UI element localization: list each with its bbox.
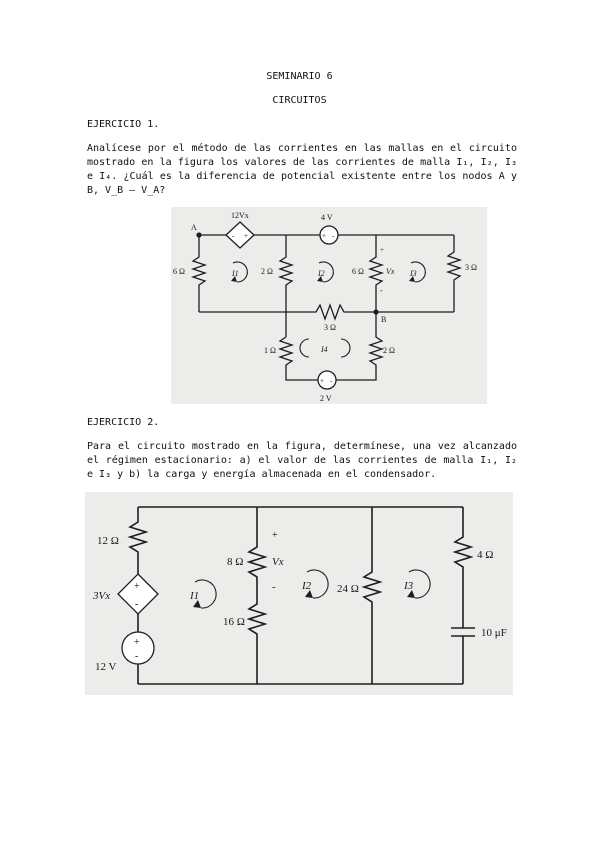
c2-resistor-4: [452, 507, 474, 684]
c1-node-a: [196, 232, 202, 238]
c1-2v-minus: -: [330, 377, 333, 385]
c2-12v-plus: +: [134, 637, 140, 648]
c1-resistor-3-right: [445, 235, 463, 312]
c2-mesh-arrow-2: [306, 569, 329, 599]
c1-label-i1: I1: [231, 269, 239, 278]
c2-source-12v: [121, 631, 155, 665]
document-subtitle: CIRCUITOS: [272, 95, 327, 106]
c1-resistor-3-mid: [199, 303, 454, 321]
c1-label-3ohm-right: 3 Ω: [465, 263, 477, 272]
c1-resistor-2-mid: [277, 235, 295, 337]
exercise-2-line-2: el régimen estacionario: a) el valor de …: [87, 455, 517, 466]
c1-label-i4: I4: [320, 345, 328, 354]
c1-label-a: A: [191, 223, 197, 232]
c1-node-b: [373, 309, 379, 315]
c1-label-1ohm: 1 Ω: [264, 346, 276, 355]
c1-2v-plus: +: [320, 377, 324, 385]
c2-label-24ohm: 24 Ω: [337, 583, 359, 595]
c2-label-i1: I1: [189, 590, 199, 602]
c2-label-16ohm: 16 Ω: [223, 616, 245, 628]
c1-mesh-arrow-3: [410, 261, 426, 283]
exercise-1-line-2: mostrado en la figura los valores de las…: [87, 157, 517, 168]
c1-label-i3: I3: [409, 269, 417, 278]
c2-label-vx: Vx: [272, 556, 284, 568]
c1-mesh-arrowhead-2: [317, 276, 323, 282]
c2-label-8ohm: 8 Ω: [227, 556, 243, 568]
c2-label-12v: 12 V: [95, 661, 117, 673]
c2-label-4ohm: 4 Ω: [477, 549, 493, 561]
c2-label-10uf: 10 μF: [481, 627, 507, 639]
c1-resistor-6-left: [190, 235, 208, 312]
c1-source-4v: [319, 225, 339, 245]
c1-4v-minus: -: [332, 232, 335, 240]
c1-label-i2: I2: [317, 269, 325, 278]
document-title: SEMINARIO 6: [266, 71, 333, 82]
circuit-figure-1: - + + - + - A B 12Vx 4 V: [171, 207, 487, 404]
c2-mesh-arrowhead-3: [407, 590, 415, 598]
c1-label-3ohm-mid: 3 Ω: [324, 323, 336, 332]
c1-mesh-arrowhead-3: [409, 276, 415, 282]
c2-dep-minus: -: [135, 599, 138, 610]
exercise-2-line-1: Para el circuito mostrado en la figura, …: [87, 441, 517, 452]
exercise-1-line-4: B, V_B – V_A?: [87, 185, 166, 196]
c1-mesh-arrowhead-1: [231, 276, 237, 282]
c1-label-6ohm-left: 6 Ω: [173, 267, 185, 276]
c2-mesh-arrow-3: [408, 569, 431, 599]
exercise-1-heading: EJERCICIO 1.: [87, 119, 160, 130]
circuit-figure-2: + - + - 12 Ω 3Vx 12 V 8 Ω + Vx: [85, 492, 513, 695]
c2-capacitor: [451, 627, 475, 637]
c1-lower-loop: [277, 312, 385, 381]
c1-label-6ohm-vx: 6 Ω: [352, 267, 364, 276]
c2-label-3vx: 3Vx: [92, 590, 110, 602]
c1-mesh-arrow-4: [299, 338, 310, 358]
c2-12v-minus: -: [135, 651, 138, 662]
c1-label-2ohm-mid: 2 Ω: [261, 267, 273, 276]
c1-4v-plus: +: [322, 232, 326, 240]
c2-mesh-arrow-1: [194, 579, 217, 609]
c2-vx-plus: +: [272, 530, 278, 541]
c2-label-i3: I3: [403, 580, 414, 592]
c1-label-vx: Vx: [386, 267, 395, 276]
c2-vx-minus: -: [272, 581, 276, 593]
c2-resistors-8-16: [246, 507, 268, 684]
c1-source-2v: [317, 370, 337, 390]
c2-label-12ohm: 12 Ω: [97, 535, 119, 547]
c2-mesh-arrowhead-1: [193, 600, 201, 608]
exercise-1-statement: Analícese por el método de las corriente…: [87, 142, 517, 198]
exercise-1-line-3: e I₄. ¿Cuál es la diferencia de potencia…: [87, 171, 517, 182]
c1-label-2ohm-low: 2 Ω: [383, 346, 395, 355]
c1-mesh-arrow-4b: [340, 338, 351, 358]
circuit-1-svg: - + + - + - A B 12Vx 4 V: [173, 211, 477, 403]
exercise-2-heading: EJERCICIO 2.: [87, 417, 160, 428]
exercise-1-line-1: Analícese por el método de las corriente…: [87, 143, 517, 154]
c2-dependent-source: [117, 573, 159, 615]
c1-label-12vx: 12Vx: [231, 211, 249, 220]
c1-vx-minus: -: [380, 286, 383, 295]
c1-dependent-source: [225, 221, 255, 249]
c1-dep-minus: -: [232, 232, 235, 240]
c1-label-b: B: [381, 315, 386, 324]
c1-mesh-arrow-1: [232, 261, 248, 283]
c2-mesh-arrowhead-2: [305, 590, 313, 598]
c1-mesh-arrow-2: [318, 261, 334, 283]
c1-dep-plus: +: [244, 232, 248, 240]
c1-resistor-6-vx: [367, 235, 385, 312]
c1-label-4v: 4 V: [321, 213, 333, 222]
exercise-2-line-3: e I₃ y b) la carga y energía almacenada …: [87, 469, 437, 480]
c2-resistor-12: [127, 507, 149, 574]
c1-label-2v: 2 V: [320, 394, 332, 403]
c2-label-i2: I2: [301, 580, 312, 592]
c2-dep-plus: +: [134, 581, 140, 592]
c2-resistor-24: [361, 507, 383, 684]
exercise-2-statement: Para el circuito mostrado en la figura, …: [87, 440, 517, 482]
c1-vx-plus: +: [380, 246, 384, 254]
circuit-2-svg: + - + - 12 Ω 3Vx 12 V 8 Ω + Vx: [92, 506, 507, 685]
